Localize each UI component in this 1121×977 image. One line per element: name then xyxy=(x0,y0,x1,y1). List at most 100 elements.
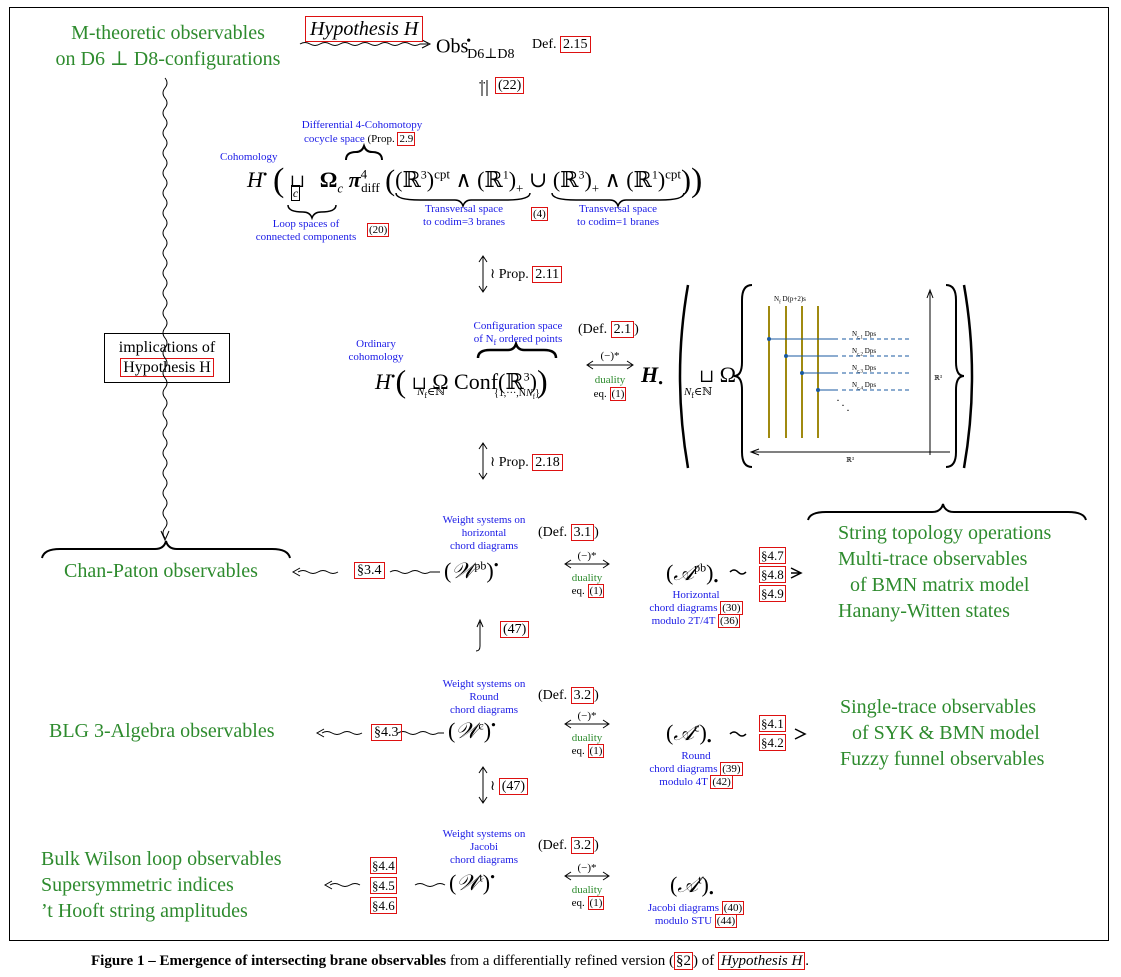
config-brace xyxy=(476,340,558,359)
hypothesis-h-ref[interactable]: Hypothesis H xyxy=(120,358,214,377)
duality-arrow-row2 xyxy=(586,360,634,370)
svg-text:·: · xyxy=(841,398,845,412)
sec-4-7[interactable]: §4.7 xyxy=(759,547,786,564)
sec-4-6[interactable]: §4.6 xyxy=(370,897,397,914)
blg-label: BLG 3-Algebra observables xyxy=(49,720,275,742)
loop-brace xyxy=(287,204,337,221)
picture-brace-right xyxy=(945,284,965,468)
prop-2-9-ref[interactable]: 2.9 xyxy=(397,132,416,146)
sec-4-3[interactable]: §4.3 xyxy=(371,724,402,741)
picture-paren-left xyxy=(678,284,690,469)
chan-paton-brace xyxy=(41,540,291,559)
row3-secs: §4.7 §4.8 §4.9 xyxy=(759,546,786,603)
prop-2-11-ref[interactable]: 2.11 xyxy=(532,266,563,283)
ref-44[interactable]: (44) xyxy=(714,914,738,928)
bulk-labels: Bulk Wilson loop observables Supersymmet… xyxy=(41,848,282,922)
prop-2-11-label: ≀ Prop. 2.11 xyxy=(490,266,563,283)
row1-formula: H• ( ⊔c Ωc π4diff ((ℝ3)cpt ∧ (ℝ1)+ ∪ (ℝ3… xyxy=(247,162,703,201)
def-3-1-ref[interactable]: 3.1 xyxy=(570,524,595,541)
duality-arrow-row3 xyxy=(564,559,610,569)
arrow-prop-2-18 xyxy=(478,442,488,480)
svg-text:·: · xyxy=(836,393,840,407)
sec-4-4[interactable]: §4.4 xyxy=(370,857,397,874)
prop-2-18-label: ≀ Prop. 2.18 xyxy=(490,454,563,471)
sec-4-1[interactable]: §4.1 xyxy=(759,715,786,732)
round-chord-label: Round chord diagrams (39) modulo 4T (42) xyxy=(649,750,743,789)
brane-lines xyxy=(768,306,819,438)
weight-horizontal-label: Weight systems on horizontal chord diagr… xyxy=(442,514,526,552)
vertical-squiggle xyxy=(162,77,168,539)
ref-20[interactable]: (20) xyxy=(367,223,390,237)
ref-39[interactable]: (39) xyxy=(720,762,743,776)
eq-1-ref-row3[interactable]: (1) xyxy=(587,584,605,598)
weight-jacobi-label: Weight systems on Jacobi chord diagrams xyxy=(442,828,526,866)
sec-4-8[interactable]: §4.8 xyxy=(759,566,786,583)
single-trace-labels: Single-trace observables of SYK & BMN mo… xyxy=(840,696,1045,770)
transversal-1-label: Transversal space to codim=1 branes xyxy=(577,203,659,228)
ref-22[interactable]: (22) xyxy=(495,77,525,94)
caption-sec-2-ref[interactable]: §2 xyxy=(674,952,694,970)
obs-symbol: Obs•D6⊥D8 xyxy=(436,34,515,62)
ref-36[interactable]: (36) xyxy=(718,614,741,628)
cohomology-label: Cohomology xyxy=(220,151,278,163)
hypothesis-top[interactable]: Hypothesis H xyxy=(305,16,424,42)
def-3-2-ref-row4[interactable]: 3.2 xyxy=(570,687,595,704)
arrow-47a xyxy=(475,618,484,652)
picture-top-label: Nf D(p+2)s xyxy=(774,295,806,306)
def-2-15-ref[interactable]: 2.15 xyxy=(560,36,591,53)
loop-label: Loop spaces of connected components xyxy=(255,218,357,243)
figure-frame xyxy=(9,7,1109,941)
eq-1-ref-row4[interactable]: (1) xyxy=(587,744,605,758)
horizontal-chord-label: Horizontal chord diagrams (30) modulo 2T… xyxy=(649,589,743,628)
row4-secs: §4.1 §4.2 xyxy=(759,714,786,752)
ref-47a[interactable]: (47) xyxy=(500,621,530,638)
eq-1-ref-row5[interactable]: (1) xyxy=(587,896,605,910)
m-theoretic-label: M-theoretic observables on D6 ⊥ D8-confi… xyxy=(55,22,281,70)
transversal-3-label: Transversal space to codim=3 branes xyxy=(423,203,505,228)
row5-secs: §4.4 §4.5 §4.6 xyxy=(370,856,397,916)
sec-4-2[interactable]: §4.2 xyxy=(759,734,786,751)
def-3-2-row4: (Def. 3.2) xyxy=(538,687,599,704)
ref-4[interactable]: (4) xyxy=(531,207,548,221)
transversal-brace-3 xyxy=(395,192,531,209)
def-3-2-ref-row5[interactable]: 3.2 xyxy=(570,837,595,854)
diff-brace xyxy=(345,142,383,161)
eq-1-ref-row2[interactable]: (1) xyxy=(609,387,627,401)
row2-right-formula: H• xyxy=(641,362,664,392)
ref-47b[interactable]: ≀ (47) xyxy=(490,778,529,795)
def-2-1-ref[interactable]: 2.1 xyxy=(610,321,635,338)
diff-label: Differential 4-Cohomotopy xyxy=(301,119,423,131)
arrow-prop-2-11 xyxy=(478,255,488,293)
ref-40[interactable]: (40) xyxy=(721,901,745,915)
row3-w: (𝒲pb)• xyxy=(444,558,499,583)
ordinary-cohomology-label: Ordinary cohomology xyxy=(348,338,404,363)
dp-branes xyxy=(769,338,912,391)
row3-a: (𝒜pb)• xyxy=(666,560,719,590)
def-2-15: Def. 2.15 xyxy=(532,36,591,53)
chan-paton-label: Chan-Paton observables xyxy=(64,560,258,582)
sec-3-4[interactable]: §3.4 xyxy=(354,562,385,579)
sec-4-9[interactable]: §4.9 xyxy=(759,585,786,602)
row4-a: (𝒜c)• xyxy=(666,720,712,750)
transversal-brace-1 xyxy=(551,192,685,209)
duality-arrow-row5 xyxy=(564,871,610,881)
prop-2-18-ref[interactable]: 2.18 xyxy=(532,454,563,471)
caption-hypothesis-ref[interactable]: Hypothesis H xyxy=(718,952,806,970)
row5-a: (𝒜t)• xyxy=(670,872,714,902)
arrow-47b xyxy=(478,766,488,804)
row4-w: (𝒲c)• xyxy=(448,718,496,743)
row5-w: (𝒲t)• xyxy=(449,870,495,895)
def-2-1: (Def. 2.1) xyxy=(578,321,639,338)
svg-text:·: · xyxy=(846,403,850,417)
picture-brace-left xyxy=(733,284,753,468)
ref-42[interactable]: (42) xyxy=(710,775,733,789)
conf-sub: {1,···,NNf} xyxy=(494,388,540,401)
ref-30[interactable]: (30) xyxy=(720,601,743,615)
jacobi-chord-label: Jacobi diagrams (40) modulo STU (44) xyxy=(647,901,745,928)
figure-caption: Figure 1 – Emergence of intersecting bra… xyxy=(91,952,810,970)
sec-4-5[interactable]: §4.5 xyxy=(370,877,397,894)
string-topology-labels: String topology operations Multi-trace o… xyxy=(838,522,1052,622)
weight-round-label: Weight systems on Round chord diagrams xyxy=(442,678,526,716)
row2-formula: H•( ⊔ Ω Conf(ℝ3)) xyxy=(375,363,548,399)
